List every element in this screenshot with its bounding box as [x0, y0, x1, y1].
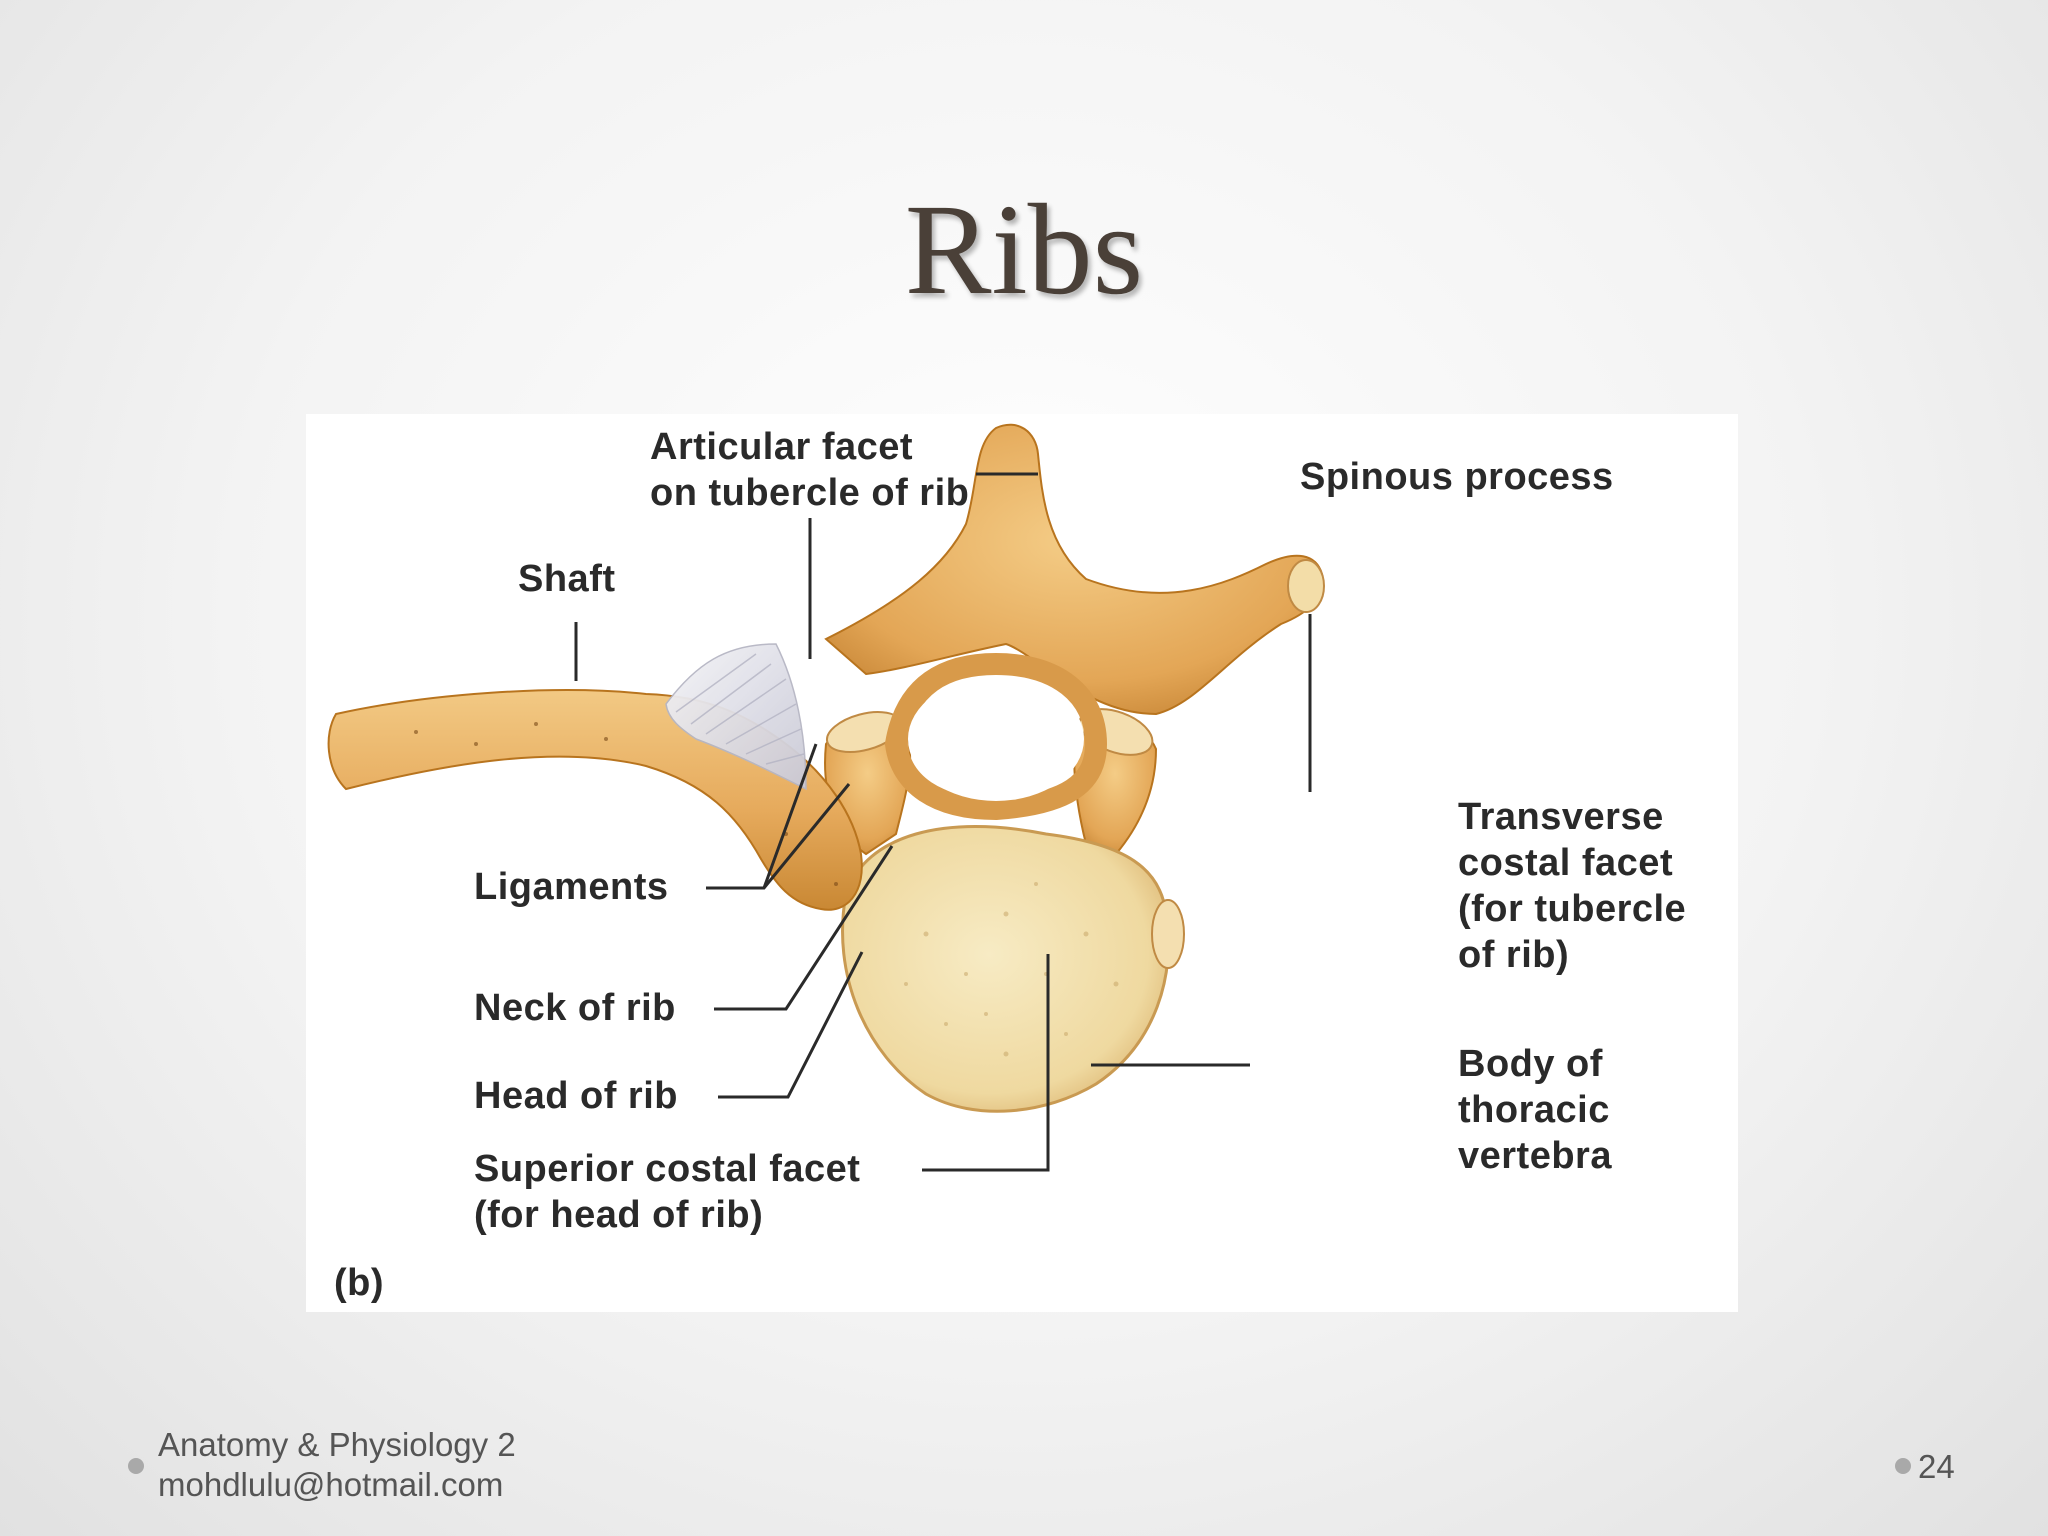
leader-neck-of-rib [714, 845, 894, 1011]
rib-vertebra-figure: Articular facet on tubercle of rib Shaft… [306, 414, 1738, 1312]
footer-bullet-left [128, 1458, 144, 1474]
label-ligaments: Ligaments [474, 866, 669, 908]
transverse-costal-facet-shape [1287, 559, 1325, 613]
footer-course-title: Anatomy & Physiology 2 [158, 1426, 516, 1463]
label-transverse-costal-facet: Transverse costal facet (for tubercle of… [1458, 796, 1687, 976]
label-body-of-vertebra: Body of thoracic vertebra [1458, 1043, 1612, 1177]
vertebral-arch [884, 652, 1108, 821]
leader-superior-costal-facet [922, 954, 1050, 1172]
ligaments-shape [665, 643, 807, 791]
vertebral-foramen [908, 677, 1084, 801]
label-neck-of-rib: Neck of rib [474, 987, 676, 1029]
slide-title: Ribs [904, 178, 1144, 322]
footer-email: mohdlulu@hotmail.com [158, 1466, 504, 1503]
rib-vertebra-illustration [327, 423, 1325, 1172]
slide-page-number: 24 [1918, 1448, 1955, 1485]
label-superior-costal-facet: Superior costal facet (for head of rib) [474, 1148, 861, 1236]
vertebral-body-shape [841, 825, 1170, 1113]
figure-panel-letter: (b) [334, 1262, 385, 1304]
label-articular-facet: Articular facet on tubercle of rib [650, 426, 970, 514]
footer-bullet-right [1895, 1458, 1911, 1474]
label-spinous-process: Spinous process [1300, 456, 1614, 498]
leader-head-of-rib [718, 951, 864, 1099]
label-shaft: Shaft [518, 558, 616, 600]
label-head-of-rib: Head of rib [474, 1075, 678, 1117]
